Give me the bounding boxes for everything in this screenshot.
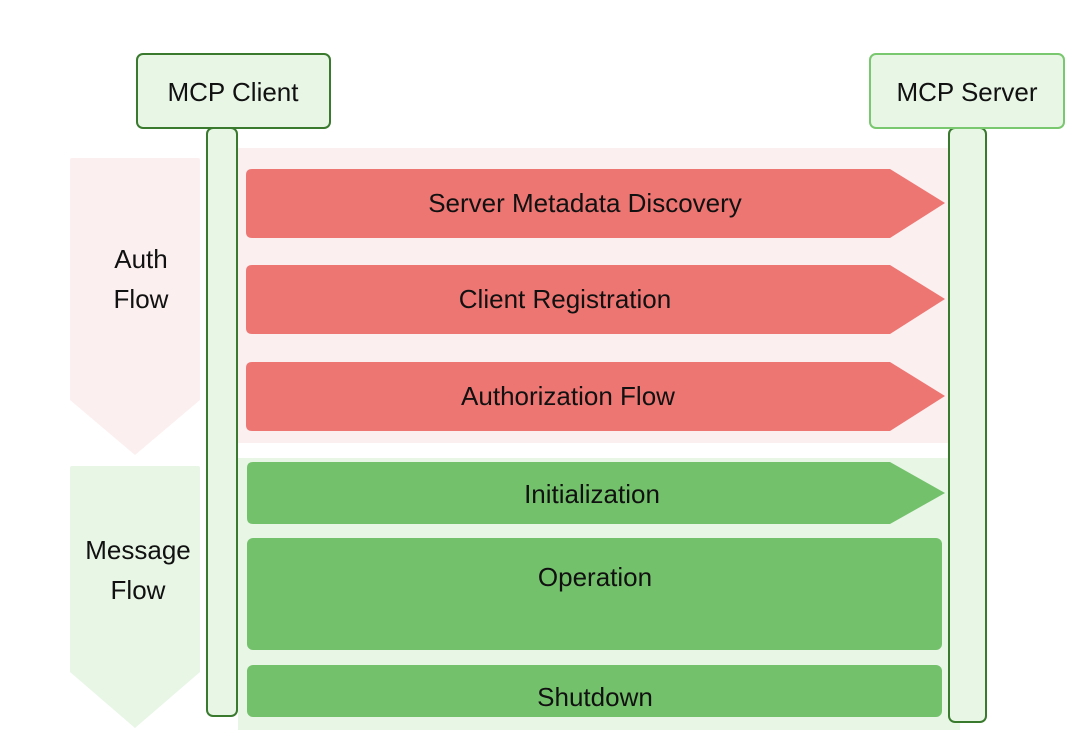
client-actor-box <box>136 53 331 129</box>
auth-phase-label-line1: Auth <box>114 244 168 274</box>
step-client-registration-label: Client Registration <box>459 284 671 314</box>
client-lifeline <box>206 127 238 717</box>
step-operation-label: Operation <box>538 562 652 592</box>
step-shutdown-label: Shutdown <box>537 682 653 712</box>
message-phase-label-line2: Flow <box>111 575 166 605</box>
server-actor-label: MCP Server <box>896 77 1037 107</box>
message-phase-arrow <box>70 466 200 728</box>
step-authorization-flow-label: Authorization Flow <box>461 381 675 411</box>
server-actor-box <box>869 53 1065 129</box>
auth-phase-arrow <box>70 158 200 455</box>
step-initialization-label: Initialization <box>524 479 660 509</box>
step-initialization <box>247 462 945 524</box>
server-lifeline <box>948 127 987 723</box>
step-metadata-discovery <box>246 169 945 238</box>
step-shutdown <box>247 665 942 717</box>
client-actor-label: MCP Client <box>167 77 299 107</box>
step-metadata-discovery-label: Server Metadata Discovery <box>428 188 742 218</box>
auth-phase-label-line2: Flow <box>114 284 169 314</box>
message-phase-label-line1: Message <box>85 535 191 565</box>
step-operation <box>247 538 942 650</box>
step-client-registration <box>246 265 945 334</box>
step-authorization-flow <box>246 362 945 431</box>
